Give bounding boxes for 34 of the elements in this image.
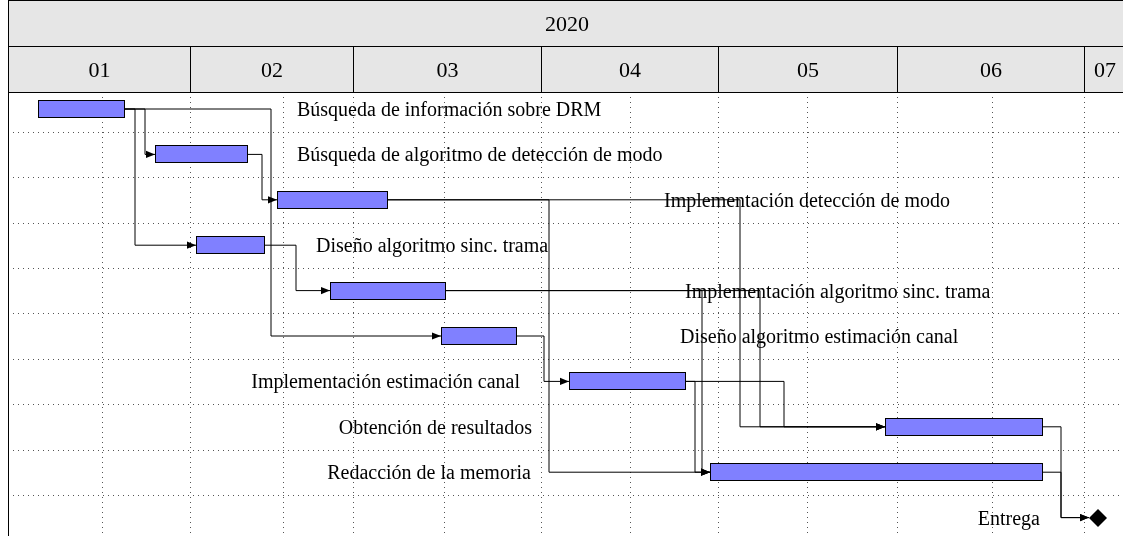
header-cell: 06 xyxy=(897,46,1085,93)
task-label: Obtención de resultados xyxy=(338,415,532,438)
task-label: Diseño algoritmo sinc. trama xyxy=(316,234,549,257)
dependency-arrow xyxy=(516,335,570,385)
task-label: Búsqueda de información sobre DRM xyxy=(297,98,602,120)
task-label: Diseño algoritmo estimación canal xyxy=(680,325,959,347)
dependency-arrow xyxy=(1042,471,1090,522)
task-bar xyxy=(196,236,265,255)
task-label: Implementación algoritmo sinc. trama xyxy=(685,279,991,302)
header-cell: 01 xyxy=(8,46,191,93)
task-bar xyxy=(885,417,1043,436)
task-bar xyxy=(441,327,517,345)
dependency-arrow xyxy=(247,153,278,204)
task-bar xyxy=(38,100,125,118)
task-label: Implementación estimación canal xyxy=(251,370,520,393)
task-bar xyxy=(155,145,248,164)
milestone-label: Entrega xyxy=(977,506,1040,529)
task-bar xyxy=(330,281,446,300)
task-label: Búsqueda de algoritmo de detección de modo xyxy=(297,143,663,166)
dependency-arrow xyxy=(685,380,711,476)
dependency-arrow xyxy=(124,108,442,340)
task-label: Implementación detección de modo xyxy=(664,188,950,211)
header-cell: 07 xyxy=(1084,46,1123,93)
task-bar xyxy=(569,372,686,391)
task-label: Redacción de la memoria xyxy=(327,461,531,484)
milestone-diamond xyxy=(1089,508,1107,527)
header-cell: 2020 xyxy=(8,0,1123,47)
header-cell: 05 xyxy=(718,46,898,93)
task-bar xyxy=(277,190,388,209)
header-cell: 04 xyxy=(541,46,719,93)
task-bar xyxy=(710,463,1043,482)
header-cell: 03 xyxy=(353,46,542,93)
header-cell: 02 xyxy=(190,46,354,93)
dependency-arrow xyxy=(264,244,331,295)
